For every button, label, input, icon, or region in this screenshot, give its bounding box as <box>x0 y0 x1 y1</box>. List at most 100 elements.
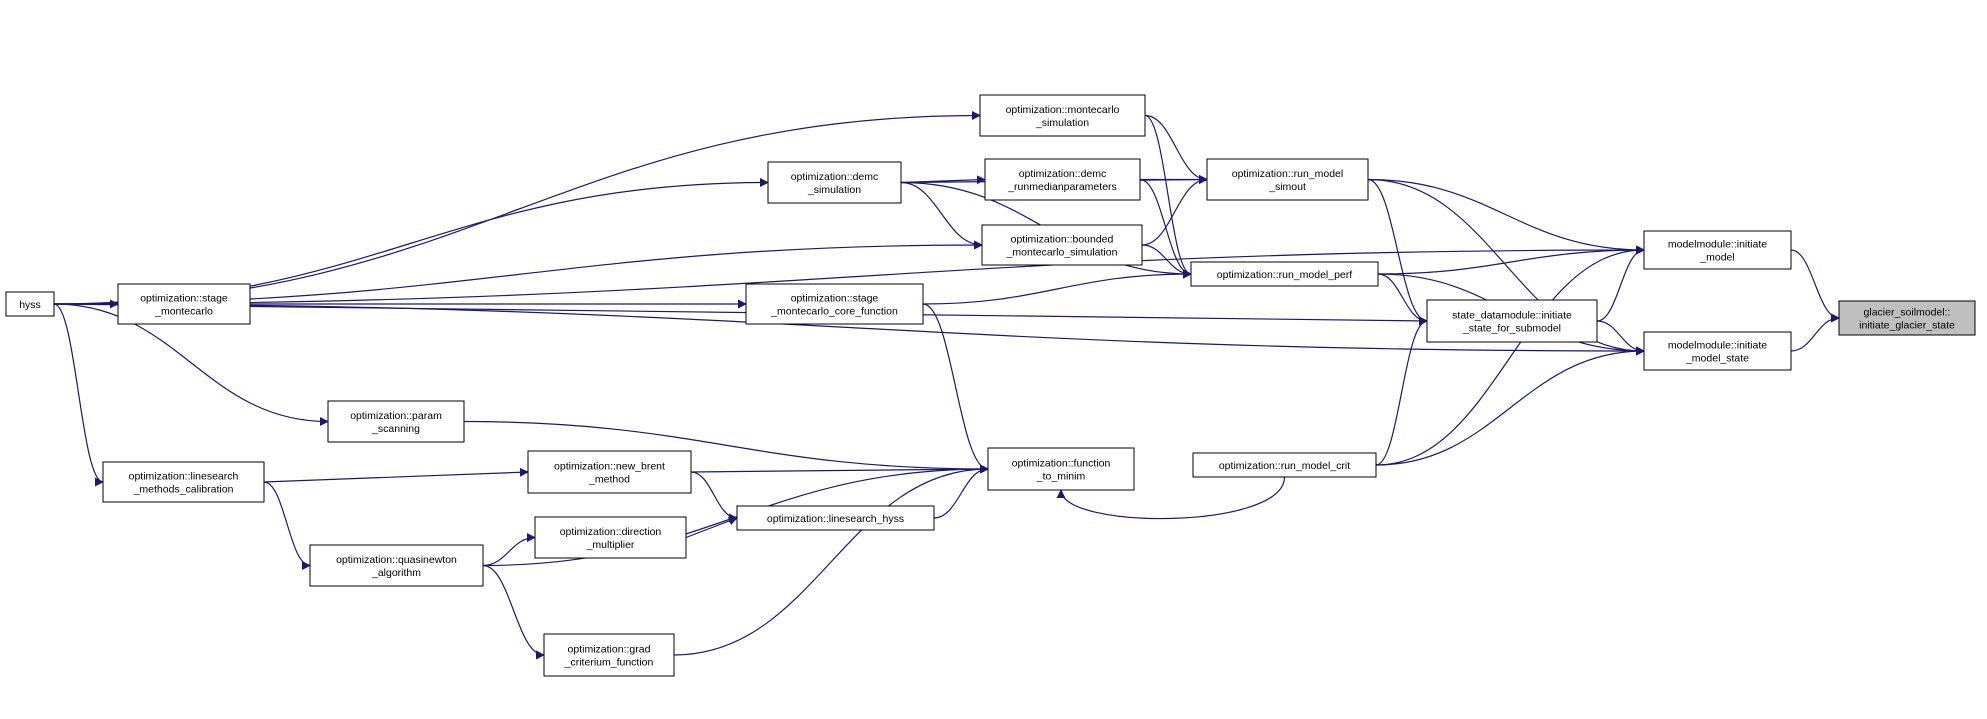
edge-path <box>53 303 1428 326</box>
edge-crit-to-ftm <box>1056 476 1286 520</box>
edge-simout-to-initmodel <box>1367 178 1645 255</box>
edge-path <box>53 111 981 305</box>
node-smcf[interactable]: optimization::stage_montecarlo_core_func… <box>745 283 924 325</box>
edge-hyss-to-initmodel <box>53 245 1645 305</box>
node-crit[interactable]: optimization::run_model_crit <box>1192 452 1377 478</box>
node-box <box>1643 230 1792 270</box>
node-box <box>736 505 935 531</box>
node-ftm[interactable]: optimization::function_to_minim <box>987 447 1135 491</box>
edge-mcsim-to-perf <box>1144 114 1192 279</box>
node-initstate[interactable]: modelmodule::initiate_model_state <box>1643 331 1792 371</box>
edge-brent-to-lsh <box>690 471 738 523</box>
node-label: _methods_calibration <box>133 484 234 496</box>
node-label: modelmodule::initiate <box>1668 239 1767 251</box>
node-label: optimization::linesearch_hyss <box>767 513 904 525</box>
node-label: _montecarlo_core_function <box>770 306 898 318</box>
edge-brent-to-ftm <box>690 464 989 474</box>
node-box <box>527 450 692 494</box>
edge-param-to-ftm <box>463 420 989 474</box>
edge-path <box>482 564 545 660</box>
node-label: _model <box>1699 252 1734 264</box>
node-label: optimization::stage <box>791 293 879 305</box>
node-smc[interactable]: optimization::stage_montecarlo <box>117 283 251 325</box>
edge-sdm-to-initstate <box>1596 320 1645 356</box>
node-lsh[interactable]: optimization::linesearch_hyss <box>736 505 935 531</box>
edge-crit-to-initstate <box>1375 346 1645 466</box>
node-grad[interactable]: optimization::grad_criterium_function <box>543 633 675 677</box>
node-label: _simulation <box>1035 117 1089 129</box>
node-initmodel[interactable]: modelmodule::initiate_model <box>1643 230 1792 270</box>
node-runmed[interactable]: optimization::demc_runmedianparameters <box>984 158 1141 201</box>
node-label: _scanning <box>371 423 420 435</box>
edge-initmodel-to-root <box>1790 249 1840 323</box>
edge-path <box>1141 175 1208 246</box>
node-label: optimization::stage <box>140 293 228 305</box>
node-label: state_datamodule::initiate <box>1452 310 1572 322</box>
edge-path <box>263 481 311 570</box>
edge-hyss-to-sdm <box>53 303 1428 326</box>
node-box <box>1206 158 1369 201</box>
node-lsm[interactable]: optimization::linesearch_methods_calibra… <box>102 461 265 503</box>
edge-path <box>1790 313 1840 352</box>
edge-mcsim-to-simout <box>1144 114 1208 184</box>
edge-path <box>900 175 986 185</box>
node-label: optimization::run_model_crit <box>1219 460 1350 472</box>
node-param[interactable]: optimization::param_scanning <box>327 400 465 443</box>
node-box <box>767 161 902 204</box>
node-simout[interactable]: optimization::run_model_simout <box>1206 158 1369 201</box>
edge-hyss-to-param <box>53 303 329 426</box>
node-box <box>1192 452 1377 478</box>
node-label: optimization::grad <box>568 644 651 656</box>
node-label: optimization::function <box>1012 458 1111 470</box>
edge-qn-to-grad <box>482 564 545 660</box>
node-label: _to_minim <box>1036 471 1086 483</box>
edge-path <box>1375 346 1645 466</box>
node-box <box>1190 261 1379 287</box>
node-qn[interactable]: optimization::quasinewton_algorithm <box>309 544 484 587</box>
edge-path <box>1367 178 1645 255</box>
edge-crit-to-initmodel <box>1375 245 1645 466</box>
node-sdm[interactable]: state_datamodule::initiate_state_for_sub… <box>1426 299 1598 343</box>
edge-demc-to-bmc <box>900 181 983 250</box>
node-label: optimization::run_model_perf <box>1217 269 1352 281</box>
edge-path <box>53 303 329 426</box>
edge-path <box>673 464 989 656</box>
node-dir[interactable]: optimization::direction_multiplier <box>534 516 687 559</box>
node-perf[interactable]: optimization::run_model_perf <box>1190 261 1379 287</box>
edge-perf-to-sdm <box>1377 273 1428 326</box>
node-label: optimization::demc <box>791 171 879 183</box>
node-label: _simout <box>1268 181 1306 193</box>
node-root[interactable]: glacier_soilmodel::initiate_glacier_stat… <box>1838 300 1976 336</box>
edge-sdm-to-initmodel <box>1596 245 1645 322</box>
node-demc[interactable]: optimization::demc_simulation <box>767 161 902 204</box>
node-box <box>1643 331 1792 371</box>
edge-lsm-to-qn <box>263 481 311 570</box>
node-hyss[interactable]: hyss <box>5 291 55 317</box>
node-box <box>117 283 251 325</box>
node-mcsim[interactable]: optimization::montecarlo_simulation <box>979 94 1146 137</box>
node-brent[interactable]: optimization::new_brent_method <box>527 450 692 494</box>
edge-path <box>1790 249 1840 323</box>
edge-bmc-to-simout <box>1141 175 1208 246</box>
node-label: optimization::direction <box>560 526 662 538</box>
node-label: optimization::linesearch <box>129 471 239 483</box>
edge-path <box>922 303 989 474</box>
edge-path <box>1375 245 1645 466</box>
node-label: _criterium_function <box>564 657 654 669</box>
node-box <box>5 291 55 317</box>
node-label: _montecarlo <box>154 306 213 318</box>
edge-path <box>1596 245 1645 322</box>
edge-path <box>53 245 1645 305</box>
edge-path <box>1375 316 1428 466</box>
node-label: optimization::quasinewton <box>336 554 457 566</box>
edge-hyss-to-mcsim <box>53 111 981 305</box>
edge-path <box>463 420 989 474</box>
node-bmc[interactable]: optimization::bounded_montecarlo_simulat… <box>981 224 1143 266</box>
node-box <box>1838 300 1976 336</box>
edge-smcf-to-ftm <box>922 303 989 474</box>
node-label: optimization::bounded <box>1011 234 1114 246</box>
edge-demc-to-runmed <box>900 175 986 185</box>
node-box <box>327 400 465 443</box>
node-label: _simulation <box>807 184 861 196</box>
edge-path <box>690 471 738 523</box>
